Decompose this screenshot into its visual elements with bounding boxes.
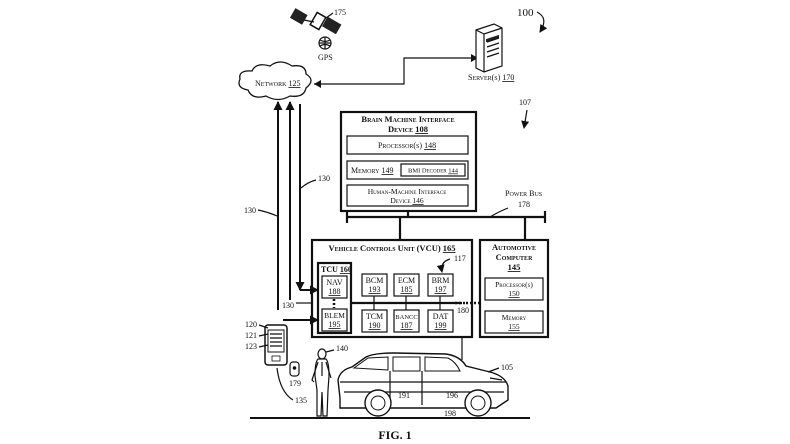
- ref-121: 121: [245, 331, 257, 340]
- ref-198: 198: [444, 409, 456, 418]
- module-bancc-ref: 187: [401, 321, 413, 330]
- bmi-decoder-label: BMI Decoder 144: [408, 168, 459, 175]
- mobile-device-icon: [265, 325, 287, 365]
- auto-computer-title-line2: Computer: [496, 252, 533, 262]
- server-icon: [476, 24, 502, 72]
- hmi-label-line2: Device 146: [390, 196, 424, 205]
- bmi-title-line1: Brain Machine Interface: [361, 114, 454, 124]
- vehicle-icon: [338, 353, 508, 416]
- vcu-title: Vehicle Controls Unit (VCU) 165: [328, 243, 455, 253]
- vcu-internal-bus: [334, 296, 466, 310]
- module-ecm-ref: 185: [401, 285, 413, 294]
- vcu-ref-180: 180: [457, 306, 469, 315]
- ref-196: 196: [446, 391, 458, 400]
- person-icon: [312, 349, 331, 416]
- key-fob-icon: [290, 362, 299, 376]
- auto-computer-title-line1: Automotive: [492, 242, 536, 252]
- ref-100-leader: [537, 12, 544, 32]
- module-brm-ref: 197: [435, 285, 447, 294]
- gps-label: GPS: [318, 53, 333, 62]
- ref-107-arrow: [524, 110, 527, 128]
- ref-120: 120: [245, 320, 257, 329]
- vcu-ref-117: 117: [454, 254, 466, 263]
- tcu-label: TCU 160: [321, 265, 352, 274]
- figure-caption: FIG. 1: [378, 428, 411, 442]
- auto-computer-ref: 145: [508, 262, 521, 272]
- auto-memory-label: Memory: [502, 313, 527, 322]
- module-nav-ref: 188: [329, 287, 341, 296]
- module-tcm-ref: 190: [369, 321, 381, 330]
- module-nav-name: NAV: [326, 278, 343, 287]
- module-dat-ref: 199: [435, 321, 447, 330]
- auto-processor-ref: 150: [508, 289, 520, 298]
- ref-191: 191: [398, 391, 410, 400]
- network-label: Network 125: [255, 79, 300, 88]
- power-bus-ref: 178: [518, 200, 530, 209]
- module-ecm-name: ECM: [398, 276, 415, 285]
- module-blem-ref: 195: [329, 320, 341, 329]
- hmi-label-line1: Human-Machine Interface: [368, 187, 447, 196]
- module-blem-name: BLEM: [324, 311, 345, 320]
- ref-130-upper: 130: [318, 174, 330, 183]
- ref-135: 135: [295, 396, 307, 405]
- module-brm-name: BRM: [432, 276, 450, 285]
- ref-140: 140: [336, 344, 348, 353]
- gps-ref: 175: [334, 8, 346, 17]
- ref-100: 100: [517, 7, 534, 19]
- module-bancc-name: BANCC: [395, 314, 417, 321]
- module-bcm-ref: 193: [369, 285, 381, 294]
- auto-memory-ref: 155: [508, 322, 520, 331]
- ref-179: 179: [289, 379, 301, 388]
- bmi-title-line2: Device 108: [388, 124, 428, 134]
- auto-processor-label: Processor(s): [495, 280, 533, 289]
- bmi-processor-label: Processor(s) 148: [378, 141, 436, 150]
- power-bus-label: Power Bus: [505, 189, 542, 198]
- server-label: Server(s) 170: [468, 73, 514, 82]
- ref-107: 107: [519, 98, 531, 107]
- ref-105: 105: [501, 363, 513, 372]
- ref-130-left: 130: [244, 206, 256, 215]
- module-tcm-name: TCM: [366, 312, 383, 321]
- ref-123: 123: [245, 342, 257, 351]
- module-dat-name: DAT: [433, 312, 449, 321]
- bmi-memory-label: Memory 149: [351, 166, 393, 175]
- module-bcm-name: BCM: [366, 276, 384, 285]
- ref-130-lower: 130: [282, 301, 294, 310]
- network-server-link: [314, 58, 471, 84]
